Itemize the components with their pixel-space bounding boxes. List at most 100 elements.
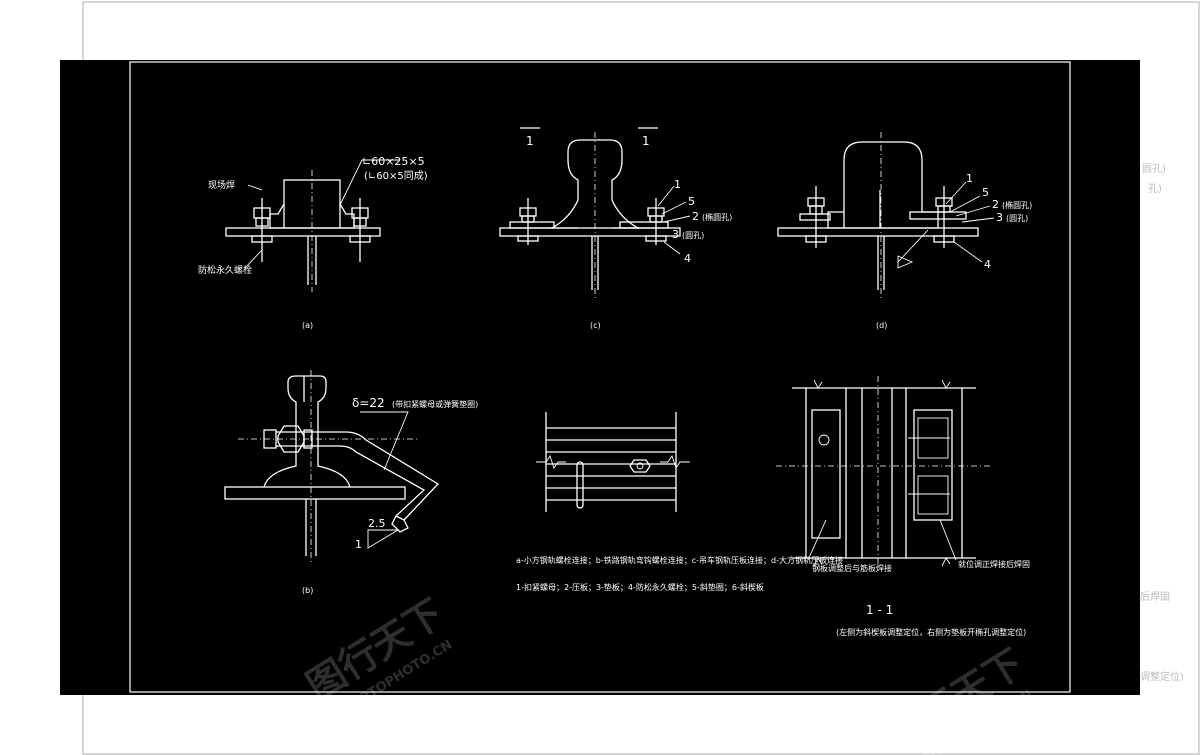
ghost-text-3: 后焊固 xyxy=(1140,591,1170,603)
section-mark-left: 1 xyxy=(526,134,534,148)
callout-5: 5 xyxy=(982,186,989,199)
hook-tip xyxy=(391,515,409,533)
weld-leader xyxy=(897,229,929,263)
wedge-plate xyxy=(811,409,841,539)
angle-right xyxy=(339,203,355,229)
bolt-label: 防松永久螺栓 xyxy=(198,264,252,276)
angle-spec-2: (∟60×5同成) xyxy=(364,170,428,182)
clamp-plate-right xyxy=(619,221,669,229)
base-plate xyxy=(225,227,381,237)
callout-2-note: (椭圆孔) xyxy=(1002,200,1032,210)
callout-1: 1 xyxy=(674,178,681,191)
ghost-text-4: 调整定位) xyxy=(1140,670,1184,683)
leader-5 xyxy=(949,195,981,213)
break-bottom-left xyxy=(813,557,823,567)
bolt-left xyxy=(805,186,827,248)
caption-a: (a) xyxy=(302,321,313,330)
bolt-nut xyxy=(277,425,305,453)
leader-3 xyxy=(961,217,995,223)
leader-adjust xyxy=(807,519,827,561)
ghost-text-2: 孔) xyxy=(1148,183,1162,195)
leader-angle xyxy=(339,159,400,206)
break-top-right xyxy=(941,379,951,389)
slot-lower xyxy=(917,475,949,515)
section-note: (左侧为斜楔板调整定位，右侧为垫板开椭孔调整定位) xyxy=(836,627,1026,637)
plan-view xyxy=(536,412,690,512)
base-plate xyxy=(224,486,406,500)
plan-bolt xyxy=(576,461,584,509)
bolt-right xyxy=(349,198,371,262)
square-crane-rail xyxy=(827,141,939,229)
leader-weld xyxy=(247,184,263,191)
section-title: 1 - 1 xyxy=(866,603,893,617)
bolt-right xyxy=(933,186,955,248)
leader-bolt xyxy=(244,249,263,269)
watermark-2: 图行天下 PHOTOPHOTO.CN xyxy=(879,641,1035,755)
break-right xyxy=(660,454,690,470)
railway-rail xyxy=(263,375,351,488)
caption-b: (b) xyxy=(302,586,313,595)
base-plate xyxy=(777,227,979,237)
callout-3: 3 xyxy=(672,228,679,241)
hook-bolt-outer xyxy=(276,431,440,521)
bolt-left xyxy=(251,198,273,262)
plan-nut xyxy=(629,459,651,473)
leader-delta xyxy=(360,411,409,471)
caption-c: (c) xyxy=(590,321,601,330)
angle-spec-1: ∟60×25×5 xyxy=(362,155,425,168)
legend-line-2: 1-扣紧螺母；2-压板；3-垫板；4-防松永久螺栓；5-斜垫圈；6-斜楔板 xyxy=(516,582,764,592)
bolt-right xyxy=(645,198,667,245)
section-mark-right: 1 xyxy=(642,134,650,148)
callout-3: 3 xyxy=(996,211,1003,224)
break-left xyxy=(536,454,566,470)
label-positioning: 就位调正焊接后焊固 xyxy=(958,559,1030,569)
crane-rail xyxy=(549,139,641,229)
ghost-text-1: 圆孔) xyxy=(1142,163,1166,175)
detail-c: 1 1 1 5 xyxy=(499,127,732,330)
shim-plate xyxy=(913,409,953,521)
watermark-1: 图行天下 PHOTOPHOTO.CN xyxy=(299,591,455,718)
caption-d: (d) xyxy=(876,321,887,330)
callout-2-note: (椭圆孔) xyxy=(702,212,732,222)
callout-5: 5 xyxy=(688,195,695,208)
leader-4 xyxy=(953,241,983,263)
break-bottom-right xyxy=(941,557,951,567)
detail-d: 1 5 2 (椭圆孔) 3 (圆孔) 4 (d) xyxy=(777,132,1032,330)
slope-run: 2.5 xyxy=(368,517,386,530)
slope-rise: 1 xyxy=(355,538,362,551)
delta-label: δ=22 xyxy=(352,396,385,410)
slope-symbol xyxy=(367,529,400,549)
bolt-left xyxy=(517,198,539,245)
leader-2 xyxy=(955,205,991,217)
callout-4: 4 xyxy=(984,258,991,271)
leader-4 xyxy=(663,241,681,255)
leader-2 xyxy=(663,215,691,223)
plan-nut-hole xyxy=(636,462,644,470)
label-adjust: 钢板调整后与筋板焊接 xyxy=(812,563,892,573)
callout-4: 4 xyxy=(684,252,691,265)
leader-1 xyxy=(945,181,967,205)
wedge-bolt-hole xyxy=(818,434,830,446)
callout-2: 2 xyxy=(992,198,999,211)
clamp-plate-left xyxy=(509,221,555,229)
cad-model-space xyxy=(60,60,1140,695)
weld-label: 现场焊 xyxy=(208,179,235,191)
leader-1 xyxy=(657,185,675,207)
drawing-frame xyxy=(129,61,1071,693)
leader-positioning xyxy=(939,519,957,561)
callout-2: 2 xyxy=(692,210,699,223)
detail-b: δ=22 (带扣紧螺母或弹簧垫圈) 2.5 1 (b) xyxy=(224,370,478,595)
break-top-left xyxy=(813,379,823,389)
callout-3-note: (圆孔) xyxy=(682,231,704,240)
weld-symbol xyxy=(897,255,914,269)
section-1-1-view: 钢板调整后与筋板焊接 就位调正焊接后焊固 xyxy=(776,376,1030,573)
legend-line-1: a-小方钢轨螺栓连接；b-铁路钢轨弯钩螺栓连接；c-吊车钢轨压板连接；d-大方钢… xyxy=(516,555,843,565)
callout-3-note: (圆孔) xyxy=(1006,214,1028,223)
hook-bolt-inner xyxy=(276,445,426,517)
callout-1: 1 xyxy=(966,172,973,185)
delta-note: (带扣紧螺母或弹簧垫圈) xyxy=(392,399,478,409)
base-plate xyxy=(499,227,681,237)
angle-left xyxy=(269,203,285,229)
